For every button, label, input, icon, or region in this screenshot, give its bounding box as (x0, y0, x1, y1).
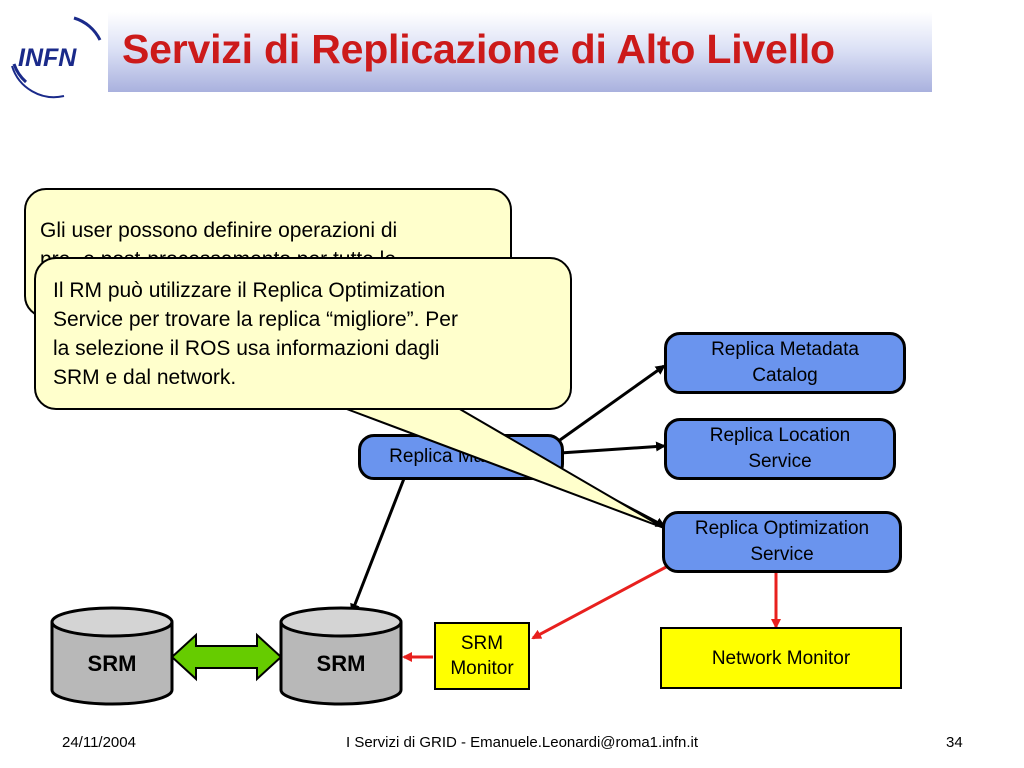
logo-text: INFN (18, 44, 77, 72)
location-line-1: Replica Location (709, 425, 851, 446)
footer-date: 24/11/2004 (62, 734, 136, 751)
srm-monitor-line-1: SRM (460, 633, 504, 654)
slide-title: Servizi di Replicazione di Alto Livello (122, 26, 835, 72)
callout-front-line-2: Service per trovare la replica “migliore… (53, 308, 458, 331)
callout-back-line-1: Gli user possono definire operazioni di (40, 219, 398, 242)
network-monitor-label: Network Monitor (711, 647, 851, 669)
callout-front-line-4: SRM e dal network. (53, 366, 237, 389)
replica-location-service-node: Replica Location Service (664, 418, 896, 480)
optimization-line-2: Service (750, 544, 814, 565)
arrow-rm-metadata (559, 364, 666, 442)
replica-metadata-catalog-node: Replica Metadata Catalog (664, 332, 906, 394)
callout-tail-shape (343, 407, 665, 529)
network-monitor-box: Network Monitor (660, 627, 902, 689)
arrow-ros-srm-monitor (531, 564, 669, 640)
srm-label-right: SRM (316, 651, 366, 676)
callout-replica-optimization: Il RM può utilizzare il Replica Optimiza… (34, 257, 572, 410)
optimization-line-1: Replica Optimization (694, 518, 870, 539)
arrow-rm-location (559, 441, 666, 455)
replica-optimization-service-node: Replica Optimization Service (662, 511, 902, 573)
location-line-2: Service (748, 451, 812, 472)
callout-front-line-3: la selezione il ROS usa informazioni dag… (53, 337, 440, 360)
footer-author: I Servizi di GRID - Emanuele.Leonardi@ro… (346, 734, 699, 751)
srm-cylinder-left (50, 606, 174, 706)
srm-label-left: SRM (87, 651, 137, 676)
double-arrow-srm (170, 632, 283, 682)
srm-monitor-line-2: Monitor (450, 658, 514, 679)
metadata-line-1: Replica Metadata (711, 339, 859, 360)
footer-page-number: 34 (946, 734, 963, 751)
srm-monitor-box: SRM Monitor (434, 622, 530, 690)
metadata-line-2: Catalog (752, 365, 818, 386)
infn-logo: INFN (4, 6, 104, 106)
srm-cylinder-right (279, 606, 403, 706)
callout-front-line-1: Il RM può utilizzare il Replica Optimiza… (53, 279, 446, 302)
arrow-rm-srm (350, 475, 407, 614)
title-bar (108, 12, 932, 92)
